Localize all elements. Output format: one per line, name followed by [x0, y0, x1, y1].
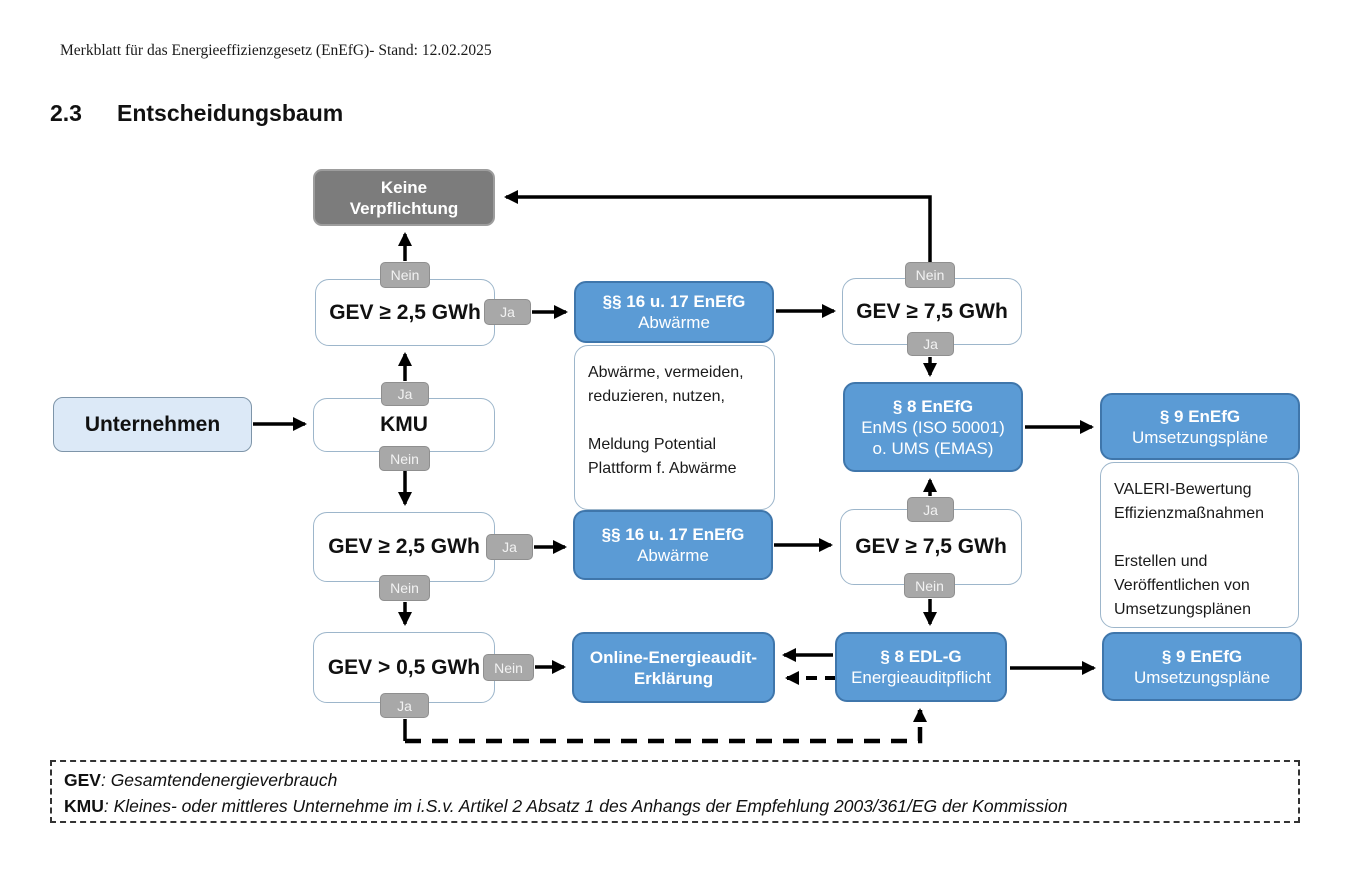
node-gev-75-top-label: GEV ≥ 7,5 GWh: [856, 299, 1008, 323]
note-valeri-line3: Erstellen und: [1114, 553, 1208, 570]
node-kmu: KMU: [313, 398, 495, 452]
node-gev-25-top-label: GEV ≥ 2,5 GWh: [329, 300, 481, 324]
node-abwaerme-top-line2: Abwärme: [638, 313, 710, 332]
node-par8-enefg-line3: o. UMS (EMAS): [872, 438, 994, 458]
tag-ja-gev25top: Ja: [484, 299, 531, 325]
node-keine-verpflichtung-line2: Verpflichtung: [349, 198, 459, 218]
tag-ja-gev05: Ja: [380, 693, 429, 718]
note-abwaerme-line2: reduzieren, nutzen,: [588, 388, 725, 405]
node-par9-top-line1: § 9 EnEfG: [1159, 406, 1241, 426]
tag-nein-gev25top: Nein: [380, 262, 430, 288]
node-par8-edlg-line2: Energieauditpflicht: [851, 668, 991, 687]
node-par9-bottom: § 9 EnEfG Umsetzungspläne: [1102, 632, 1302, 701]
tag-nein-kmu: Nein: [379, 446, 430, 471]
legend-def-gev: : Gesamtendenergieverbrauch: [100, 770, 338, 790]
node-par8-enefg-line2: EnMS (ISO 50001): [861, 417, 1005, 437]
note-valeri-line5: Umsetzungsplänen: [1114, 601, 1251, 618]
node-online-audit-line1: Online-Energieaudit-: [589, 647, 758, 667]
note-valeri-line4: Veröffentlichen von: [1114, 577, 1250, 594]
node-gev-25-top: GEV ≥ 2,5 GWh: [315, 279, 495, 346]
legend-term-kmu: KMU: [64, 796, 104, 816]
note-valeri: VALERI-Bewertung Effizienzmaßnahmen Erst…: [1100, 462, 1299, 628]
note-abwaerme-line3: Meldung Potential: [588, 436, 717, 453]
node-unternehmen-label: Unternehmen: [84, 412, 221, 436]
node-keine-verpflichtung: Keine Verpflichtung: [313, 169, 495, 226]
note-abwaerme: Abwärme, vermeiden, reduzieren, nutzen, …: [574, 345, 775, 510]
section-title-text: Entscheidungsbaum: [117, 100, 344, 126]
tag-nein-gev75top: Nein: [905, 262, 955, 288]
legend-item-kmu: KMU: Kleines- oder mittleres Unternehme …: [64, 793, 1286, 819]
node-abwaerme-top: §§ 16 u. 17 EnEfG Abwärme: [574, 281, 774, 343]
tag-ja-gev75top: Ja: [907, 332, 954, 356]
section-number: 2.3: [50, 100, 82, 126]
node-kmu-label: KMU: [380, 413, 428, 436]
node-abwaerme-top-line1: §§ 16 u. 17 EnEfG: [602, 292, 746, 311]
tag-ja-gev75mid: Ja: [907, 497, 954, 522]
section-title: 2.3 Entscheidungsbaum: [50, 100, 343, 127]
node-online-audit: Online-Energieaudit- Erklärung: [572, 632, 775, 703]
node-gev-05: GEV > 0,5 GWh: [313, 632, 495, 703]
document-header: Merkblatt für das Energieeffizienzgesetz…: [60, 42, 492, 59]
note-abwaerme-line1: Abwärme, vermeiden,: [588, 364, 744, 381]
legend-def-kmu: : Kleines- oder mittleres Unternehme im …: [103, 796, 1068, 816]
legend-box: GEV: Gesamtendenergieverbrauch KMU: Klei…: [50, 760, 1300, 823]
node-gev-25-mid: GEV ≥ 2,5 GWh: [313, 512, 495, 582]
note-abwaerme-line4: Plattform f. Abwärme: [588, 460, 737, 477]
tag-nein-gev05: Nein: [483, 654, 534, 681]
node-abwaerme-mid: §§ 16 u. 17 EnEfG Abwärme: [573, 510, 773, 580]
legend-item-gev: GEV: Gesamtendenergieverbrauch: [64, 767, 1286, 793]
note-valeri-line1: VALERI-Bewertung: [1114, 481, 1252, 498]
node-par9-bottom-line1: § 9 EnEfG: [1161, 646, 1243, 666]
legend-term-gev: GEV: [64, 770, 101, 790]
tag-ja-kmu: Ja: [381, 382, 429, 406]
node-par8-enefg-line1: § 8 EnEfG: [892, 396, 974, 416]
node-unternehmen: Unternehmen: [53, 397, 252, 452]
node-par8-edlg: § 8 EDL-G Energieauditpflicht: [835, 632, 1007, 702]
node-par9-top-line2: Umsetzungspläne: [1131, 427, 1269, 447]
node-par9-bottom-line2: Umsetzungspläne: [1133, 667, 1271, 687]
node-par9-top: § 9 EnEfG Umsetzungspläne: [1100, 393, 1300, 460]
node-abwaerme-mid-line2: Abwärme: [637, 546, 709, 565]
note-valeri-line2: Effizienzmaßnahmen: [1114, 505, 1264, 522]
node-gev-75-mid-label: GEV ≥ 7,5 GWh: [855, 535, 1007, 558]
node-online-audit-line2: Erklärung: [633, 668, 714, 688]
node-par8-enefg: § 8 EnEfG EnMS (ISO 50001) o. UMS (EMAS): [843, 382, 1023, 472]
tag-ja-gev25mid: Ja: [486, 534, 533, 560]
node-par8-edlg-line1: § 8 EDL-G: [880, 647, 962, 666]
node-keine-verpflichtung-line1: Keine: [380, 177, 428, 197]
node-abwaerme-mid-line1: §§ 16 u. 17 EnEfG: [601, 525, 745, 544]
tag-nein-gev25mid: Nein: [379, 575, 430, 601]
node-gev-05-label: GEV > 0,5 GWh: [327, 655, 481, 679]
node-gev-25-mid-label: GEV ≥ 2,5 GWh: [328, 535, 480, 558]
tag-nein-gev75mid: Nein: [904, 573, 955, 598]
